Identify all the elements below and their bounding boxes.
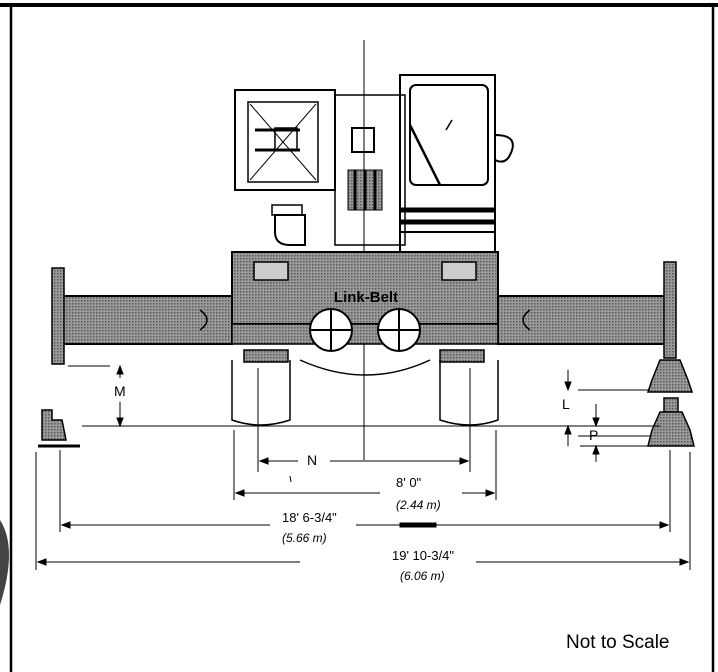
dim-outrigger-overall-imperial: 19' 10-3/4" <box>392 548 455 563</box>
page-border <box>0 3 718 672</box>
dim-outrigger-center-metric: (5.66 m) <box>282 531 327 545</box>
label-n: N <box>307 452 318 468</box>
dim-8ft-metric: (2.44 m) <box>396 498 441 512</box>
dim-outrigger-center-imperial: 18' 6-3/4" <box>282 510 337 525</box>
label-l: L <box>562 396 570 412</box>
dim-n <box>257 368 471 472</box>
dim-outrigger-overall-metric: (6.06 m) <box>400 569 445 583</box>
drive-wheels <box>309 308 421 352</box>
tires <box>231 349 499 426</box>
carrier-body: Link-Belt <box>231 251 499 325</box>
dim-l <box>564 370 572 446</box>
label-m: M <box>114 383 126 399</box>
binding-hole <box>0 520 9 605</box>
dim-outrigger-center <box>59 450 671 532</box>
left-outrigger-jack <box>38 267 80 448</box>
outrigger-beam <box>61 295 671 345</box>
dim-8ft <box>233 430 497 500</box>
dim-p <box>592 404 600 462</box>
label-p: P <box>589 427 599 443</box>
right-outrigger-jack <box>646 261 695 447</box>
reference-lines <box>68 365 660 447</box>
brand-logo: Link-Belt <box>334 289 398 306</box>
upperworks <box>234 74 514 256</box>
stray-mark <box>289 475 292 483</box>
not-to-scale-note: Not to Scale <box>566 632 670 653</box>
dim-m <box>116 364 124 428</box>
dim-outrigger-overall <box>35 452 691 570</box>
dim-8ft-imperial: 8' 0" <box>396 475 422 490</box>
